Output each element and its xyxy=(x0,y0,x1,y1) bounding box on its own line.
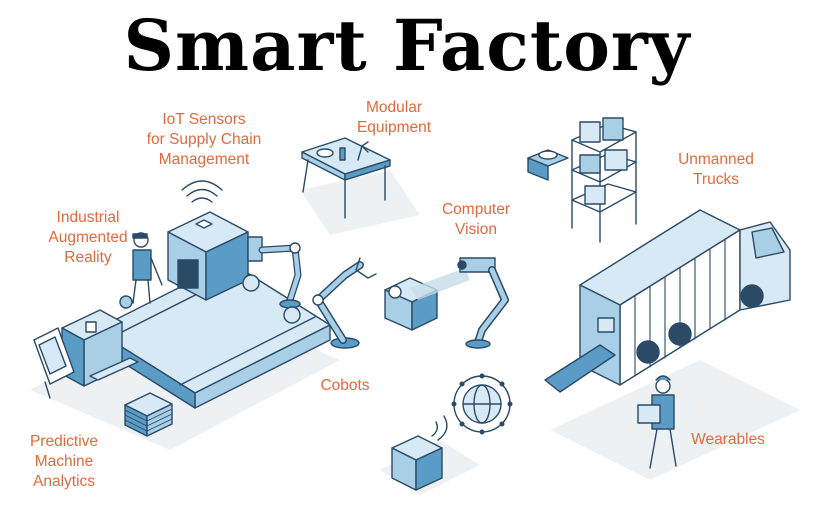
label-predictive-analytics: Predictive Machine Analytics xyxy=(18,432,110,492)
label-unmanned-line-1: Unmanned xyxy=(678,151,754,168)
page-title: Smart Factory xyxy=(123,4,691,87)
label-wearables: Wearables xyxy=(682,430,774,450)
iot-box xyxy=(391,415,448,491)
label-predictive-line-1: Predictive xyxy=(29,433,99,450)
label-predictive-line-2: Machine xyxy=(34,453,94,470)
label-unmanned-trucks: Unmanned Trucks xyxy=(668,150,764,190)
label-computer-vision: Computer Vision xyxy=(430,200,522,240)
label-augmented-reality: Industrial Augmented Reality xyxy=(40,208,136,268)
unmanned-truck xyxy=(544,209,791,393)
vision-inspection xyxy=(384,257,509,349)
cobot-arm-2 xyxy=(312,257,377,349)
iot-scanner-gate xyxy=(167,180,249,301)
label-modular-line-2: Equipment xyxy=(356,119,432,136)
label-iot-line-1: IoT Sensors xyxy=(162,111,246,128)
label-modular-line-1: Modular xyxy=(366,99,422,116)
label-wearables-line-1: Wearables xyxy=(691,431,765,448)
analytics-machine xyxy=(33,309,139,399)
paper-stack xyxy=(124,392,173,437)
label-iot-sensors: IoT Sensors for Supply Chain Management xyxy=(140,110,268,170)
label-unmanned-line-2: Trucks xyxy=(693,171,739,188)
label-cobots: Cobots xyxy=(310,376,380,396)
storage-shelf xyxy=(527,117,637,243)
label-vision-line-1: Computer xyxy=(441,201,511,218)
wearables-worker xyxy=(637,375,677,469)
label-augmented-line-3: Reality xyxy=(64,249,112,266)
ar-worker-figure xyxy=(119,232,163,309)
label-iot-line-2: for Supply Chain xyxy=(146,131,262,148)
label-augmented-line-1: Industrial xyxy=(56,209,120,226)
label-iot-line-3: Management xyxy=(158,151,250,168)
network-globe xyxy=(451,373,513,435)
label-predictive-line-3: Analytics xyxy=(32,473,96,490)
cobot-arm-1 xyxy=(242,236,302,324)
label-cobots-line-1: Cobots xyxy=(320,377,370,394)
label-vision-line-2: Vision xyxy=(455,221,497,238)
label-augmented-line-2: Augmented xyxy=(48,229,128,246)
modular-equipment-table xyxy=(301,137,391,219)
label-modular-equipment: Modular Equipment xyxy=(348,98,440,138)
